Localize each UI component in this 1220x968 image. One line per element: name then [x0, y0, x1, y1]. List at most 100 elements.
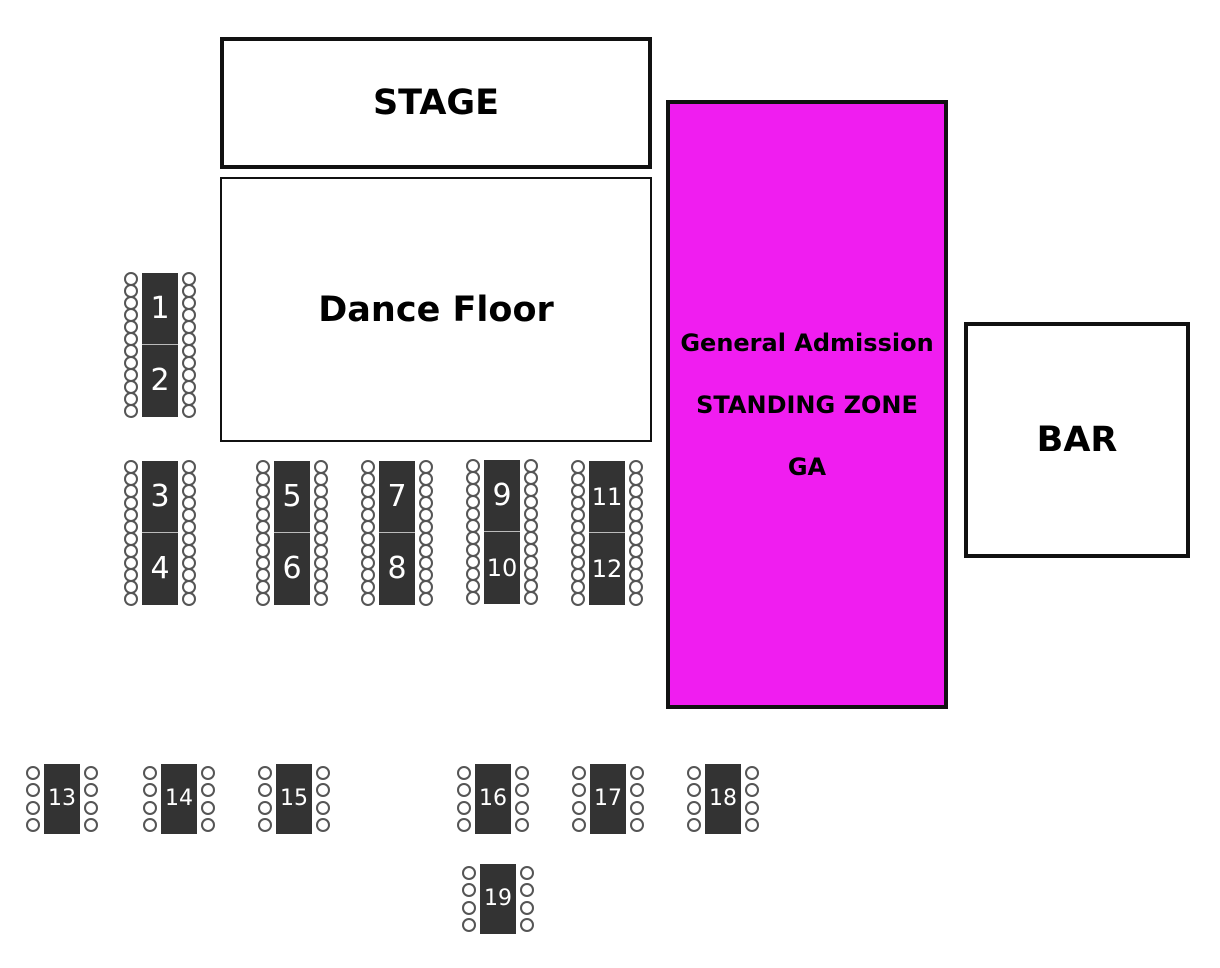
table-body: [276, 764, 312, 834]
seat[interactable]: [745, 818, 759, 833]
table-number: 10: [486, 554, 518, 582]
seat[interactable]: [419, 592, 433, 606]
seat[interactable]: [630, 765, 644, 780]
seat[interactable]: [630, 818, 644, 833]
table-body: [142, 273, 178, 345]
seat[interactable]: [361, 592, 375, 606]
ga-label-line1: General Admission: [680, 328, 934, 357]
seat[interactable]: [84, 818, 98, 833]
seat[interactable]: [124, 404, 138, 418]
seat[interactable]: [258, 765, 272, 780]
seat[interactable]: [457, 765, 471, 780]
seat[interactable]: [256, 592, 270, 606]
seat[interactable]: [26, 800, 40, 815]
seat[interactable]: [316, 783, 330, 798]
table-number: 5: [282, 479, 302, 514]
seat[interactable]: [316, 800, 330, 815]
table-number: 3: [150, 479, 170, 514]
seat[interactable]: [143, 818, 157, 833]
table-number: 7: [387, 479, 407, 514]
seat[interactable]: [182, 404, 196, 418]
seat[interactable]: [84, 765, 98, 780]
seat[interactable]: [745, 800, 759, 815]
seat[interactable]: [745, 765, 759, 780]
seat[interactable]: [524, 591, 538, 605]
table-body: [274, 533, 310, 605]
seat[interactable]: [630, 800, 644, 815]
table-number: 2: [150, 363, 170, 398]
seat[interactable]: [515, 783, 529, 798]
table-number: 17: [594, 786, 622, 811]
seat[interactable]: [84, 800, 98, 815]
table-body: [590, 764, 626, 834]
seat[interactable]: [258, 783, 272, 798]
seat[interactable]: [572, 818, 586, 833]
seat[interactable]: [629, 592, 643, 606]
seat[interactable]: [201, 818, 215, 833]
seat[interactable]: [143, 800, 157, 815]
seat[interactable]: [26, 765, 40, 780]
table-number: 6: [282, 551, 302, 586]
seat[interactable]: [687, 783, 701, 798]
table-number: 19: [484, 886, 512, 911]
seat[interactable]: [520, 900, 534, 915]
seat[interactable]: [687, 765, 701, 780]
seat[interactable]: [572, 783, 586, 798]
seat[interactable]: [124, 592, 138, 606]
seat[interactable]: [462, 865, 476, 880]
table-body: [484, 532, 520, 604]
table-body: [161, 764, 197, 834]
seat[interactable]: [687, 800, 701, 815]
seat[interactable]: [314, 592, 328, 606]
seat[interactable]: [457, 783, 471, 798]
seat[interactable]: [26, 783, 40, 798]
table-number: 15: [280, 786, 308, 811]
table-body: [589, 461, 625, 533]
seat[interactable]: [457, 800, 471, 815]
seat[interactable]: [515, 818, 529, 833]
seat[interactable]: [520, 865, 534, 880]
table-number: 11: [591, 483, 623, 511]
table-body: [142, 461, 178, 533]
seat[interactable]: [258, 800, 272, 815]
stage-zone[interactable]: STAGE: [220, 37, 652, 169]
seat[interactable]: [26, 818, 40, 833]
table-number: 12: [591, 555, 623, 583]
seat[interactable]: [201, 800, 215, 815]
table-body: [705, 764, 741, 834]
seat[interactable]: [520, 883, 534, 898]
seat[interactable]: [201, 783, 215, 798]
bar-zone[interactable]: BAR: [964, 322, 1190, 558]
seat[interactable]: [143, 765, 157, 780]
table-body: [379, 533, 415, 605]
seat[interactable]: [630, 783, 644, 798]
seat[interactable]: [572, 800, 586, 815]
dance-floor-zone[interactable]: Dance Floor: [220, 177, 652, 442]
table-number: 9: [492, 478, 512, 513]
seat[interactable]: [571, 592, 585, 606]
table-number: 1: [150, 291, 170, 326]
seat[interactable]: [687, 818, 701, 833]
table-number: 4: [150, 551, 170, 586]
seat[interactable]: [466, 591, 480, 605]
seat[interactable]: [572, 765, 586, 780]
table-body: [274, 461, 310, 533]
seat[interactable]: [316, 818, 330, 833]
seat[interactable]: [520, 918, 534, 933]
general-admission-zone[interactable]: General Admission STANDING ZONE GA: [666, 100, 948, 709]
seat[interactable]: [515, 800, 529, 815]
seat[interactable]: [143, 783, 157, 798]
seat[interactable]: [745, 783, 759, 798]
seat[interactable]: [316, 765, 330, 780]
seat[interactable]: [201, 765, 215, 780]
seat[interactable]: [457, 818, 471, 833]
seat[interactable]: [515, 765, 529, 780]
seat[interactable]: [462, 918, 476, 933]
seat[interactable]: [462, 900, 476, 915]
seat[interactable]: [462, 883, 476, 898]
table-number: 8: [387, 551, 407, 586]
ga-label-line3: GA: [787, 452, 827, 481]
seat[interactable]: [258, 818, 272, 833]
seat[interactable]: [182, 592, 196, 606]
seat[interactable]: [84, 783, 98, 798]
